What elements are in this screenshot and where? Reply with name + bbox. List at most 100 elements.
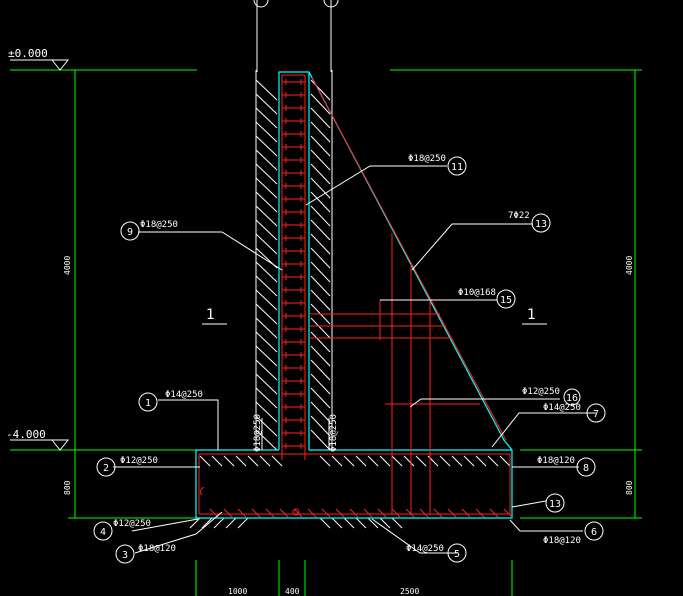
section-mark-right: 1 [522,307,547,325]
callout-2: 2 [96,457,116,477]
base-tie-mark [489,508,499,518]
hatch-line [310,401,331,423]
svg-text:1: 1 [527,307,536,323]
hatch-line [213,517,225,529]
callout-16: 16 [563,388,581,406]
hatch-line [310,331,331,353]
hatch-line [255,401,278,423]
hatch-line [255,303,278,325]
hatch-line [499,455,511,467]
label-r2: Φ12@250 [120,456,158,466]
dim-left-height: 4000 [63,256,72,275]
base-tie-mark [237,508,247,518]
label-r11: Φ18@250 [408,154,446,164]
hatch-line [310,289,331,311]
label-r6: Φ18@120 [543,536,581,546]
dim-bottom-1: 1000 [228,587,247,596]
hatch-line [255,317,278,339]
hatch-line [310,233,331,255]
svg-text:11: 11 [451,162,463,173]
hatch-line [310,247,331,269]
callout-3: 3 [115,544,135,564]
base-tie-mark [307,508,317,518]
callout-6: 6 [584,521,604,541]
hatch-line [255,93,278,115]
svg-text:2: 2 [103,463,109,474]
svg-text:1: 1 [206,307,215,323]
hatch-line [235,455,247,467]
hatch-line [310,107,331,129]
hatch-line [255,149,278,171]
callout-7: 7 [586,403,606,423]
base-tie-mark [279,508,289,518]
svg-text:16: 16 [566,393,578,404]
hatch-line [310,149,331,171]
hatch-line [310,373,331,395]
hatch-line [379,517,391,529]
level-bottom-label: -4.000 [6,428,46,441]
hatch-line [343,517,355,529]
hatch-line [367,517,379,529]
hatch-line [199,455,211,467]
hatch-line [255,275,278,297]
rebar-labels: Φ14@250 Φ12@250 Φ18@120 Φ12@250 Φ14@250 … [113,154,581,554]
callout-11: 11 [447,156,467,176]
hatch-line [343,455,355,467]
label-r5: Φ14@250 [406,544,444,554]
hatch-line [255,163,278,185]
hatch-line [211,455,223,467]
hatch-line [379,455,391,467]
hatch-line [255,219,278,241]
hatch-line [255,191,278,213]
hatch-line [255,233,278,255]
base-tie-mark [461,508,471,518]
hatch-line [255,359,278,381]
label-r1: Φ14@250 [165,390,203,400]
hatch-line [255,373,278,395]
base-tie-mark [419,508,429,518]
hatch-line [310,93,331,115]
svg-text:9: 9 [127,227,133,238]
hatch-line [255,331,278,353]
callout-8: 8 [576,457,596,477]
label-r16: Φ12@250 [522,387,560,397]
callout-1: 1 [138,392,158,412]
hatch-line [237,517,249,529]
svg-text:15: 15 [500,295,512,306]
counterfort-rebars [309,77,507,515]
label-r7: Φ14@250 [543,403,581,413]
dim-bottom-2: 400 [285,587,300,596]
hatch-line [255,107,278,129]
base-tie-mark [293,508,303,518]
hatch-line [310,219,331,241]
base-tie-mark [209,508,219,518]
dim-right-height: 4000 [625,256,634,275]
hatch-line [255,387,278,409]
hatch-line [255,345,278,367]
hatch-line [255,121,278,143]
hatch-line [255,415,278,437]
label-r3: Φ18@120 [138,544,176,554]
hatch-line [310,261,331,283]
axis-lines [253,0,339,72]
hatch-line [319,455,331,467]
hatch-line [310,345,331,367]
hatch-line [310,387,331,409]
base-tie-mark [377,508,387,518]
label-v-right: Φ18@250 [329,414,339,452]
leader-lines [113,165,596,554]
svg-text:5: 5 [454,549,460,560]
callout-9: 9 [120,221,140,241]
svg-text:1: 1 [145,398,151,409]
hatch-line [255,289,278,311]
base-tie-mark [433,508,443,518]
hatch-line [331,455,343,467]
hatch-line [451,455,463,467]
svg-text:6: 6 [591,527,597,538]
level-top-label: ±0.000 [8,47,48,60]
label-v-left: Φ18@250 [253,414,263,452]
svg-text:3: 3 [122,550,128,561]
hatch-line [391,455,403,467]
svg-text:13: 13 [535,219,547,230]
hatch-line [310,121,331,143]
